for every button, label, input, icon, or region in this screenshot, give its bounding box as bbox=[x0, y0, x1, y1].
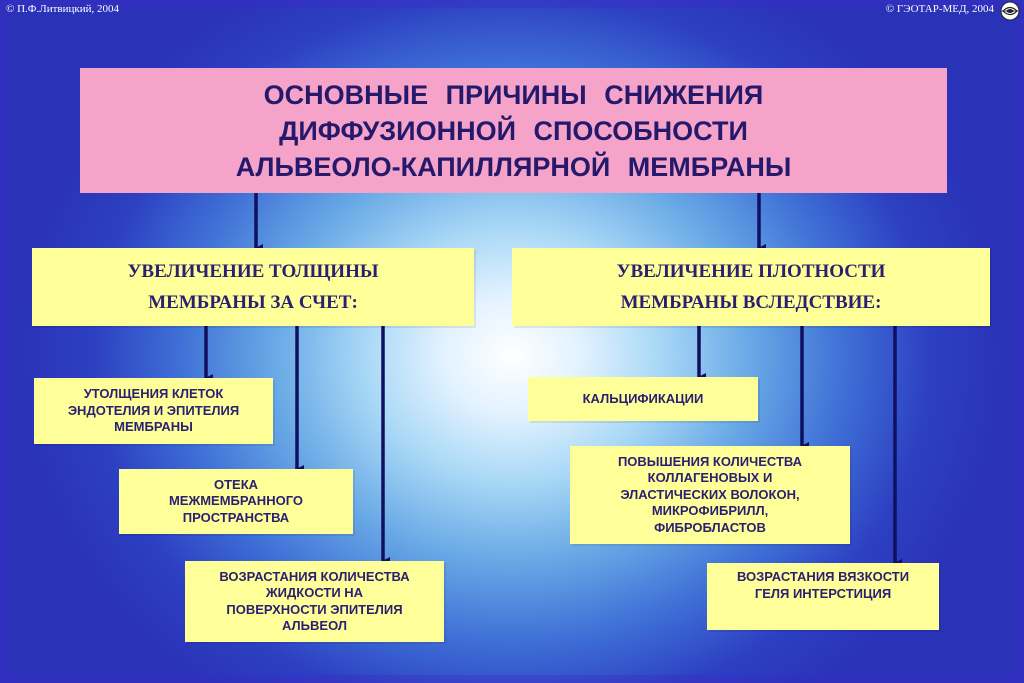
copyright-left: © П.Ф.Литвицкий, 2004 bbox=[6, 3, 119, 15]
title-line-1: ОСНОВНЫЕ ПРИЧИНЫ СНИЖЕНИЯ bbox=[263, 79, 764, 110]
copyright-right: © ГЭОТАР-МЕД, 2004 bbox=[885, 3, 994, 15]
left-category-box: УВЕЛИЧЕНИЕ ТОЛЩИНЫ МЕМБРАНЫ ЗА СЧЕТ: bbox=[32, 248, 474, 326]
right-item-calcification: КАЛЬЦИФИКАЦИИ bbox=[528, 377, 758, 421]
left-item-edema: ОТЕКА МЕЖМЕМБРАННОГО ПРОСТРАНСТВА bbox=[119, 469, 353, 534]
right-category-box: УВЕЛИЧЕНИЕ ПЛОТНОСТИ МЕМБРАНЫ ВСЛЕДСТВИЕ… bbox=[512, 248, 990, 326]
right-heading-line-1: УВЕЛИЧЕНИЕ ПЛОТНОСТИ bbox=[616, 261, 886, 282]
left-heading-line-2: МЕМБРАНЫ ЗА СЧЕТ: bbox=[148, 292, 358, 313]
main-title-box: ОСНОВНЫЕ ПРИЧИНЫ СНИЖЕНИЯ ДИФФУЗИОННОЙ С… bbox=[80, 68, 947, 193]
left-item-fluid: ВОЗРАСТАНИЯ КОЛИЧЕСТВА ЖИДКОСТИ НА ПОВЕР… bbox=[185, 561, 444, 642]
logo-icon bbox=[1000, 1, 1020, 21]
right-heading-line-2: МЕМБРАНЫ ВСЛЕДСТВИЕ: bbox=[620, 292, 882, 313]
title-line-2: ДИФФУЗИОННОЙ СПОСОБНОСТИ bbox=[279, 115, 748, 146]
title-line-3: АЛЬВЕОЛО-КАПИЛЛЯРНОЙ МЕМБРАНЫ bbox=[235, 151, 792, 182]
left-item-endothelium: УТОЛЩЕНИЯ КЛЕТОК ЭНДОТЕЛИЯ И ЭПИТЕЛИЯ МЕ… bbox=[34, 378, 273, 444]
right-item-viscosity: ВОЗРАСТАНИЯ ВЯЗКОСТИ ГЕЛЯ ИНТЕРСТИЦИЯ bbox=[707, 563, 939, 630]
left-heading-line-1: УВЕЛИЧЕНИЕ ТОЛЩИНЫ bbox=[127, 261, 379, 282]
right-item-collagen: ПОВЫШЕНИЯ КОЛИЧЕСТВА КОЛЛАГЕНОВЫХ И ЭЛАС… bbox=[570, 446, 850, 544]
